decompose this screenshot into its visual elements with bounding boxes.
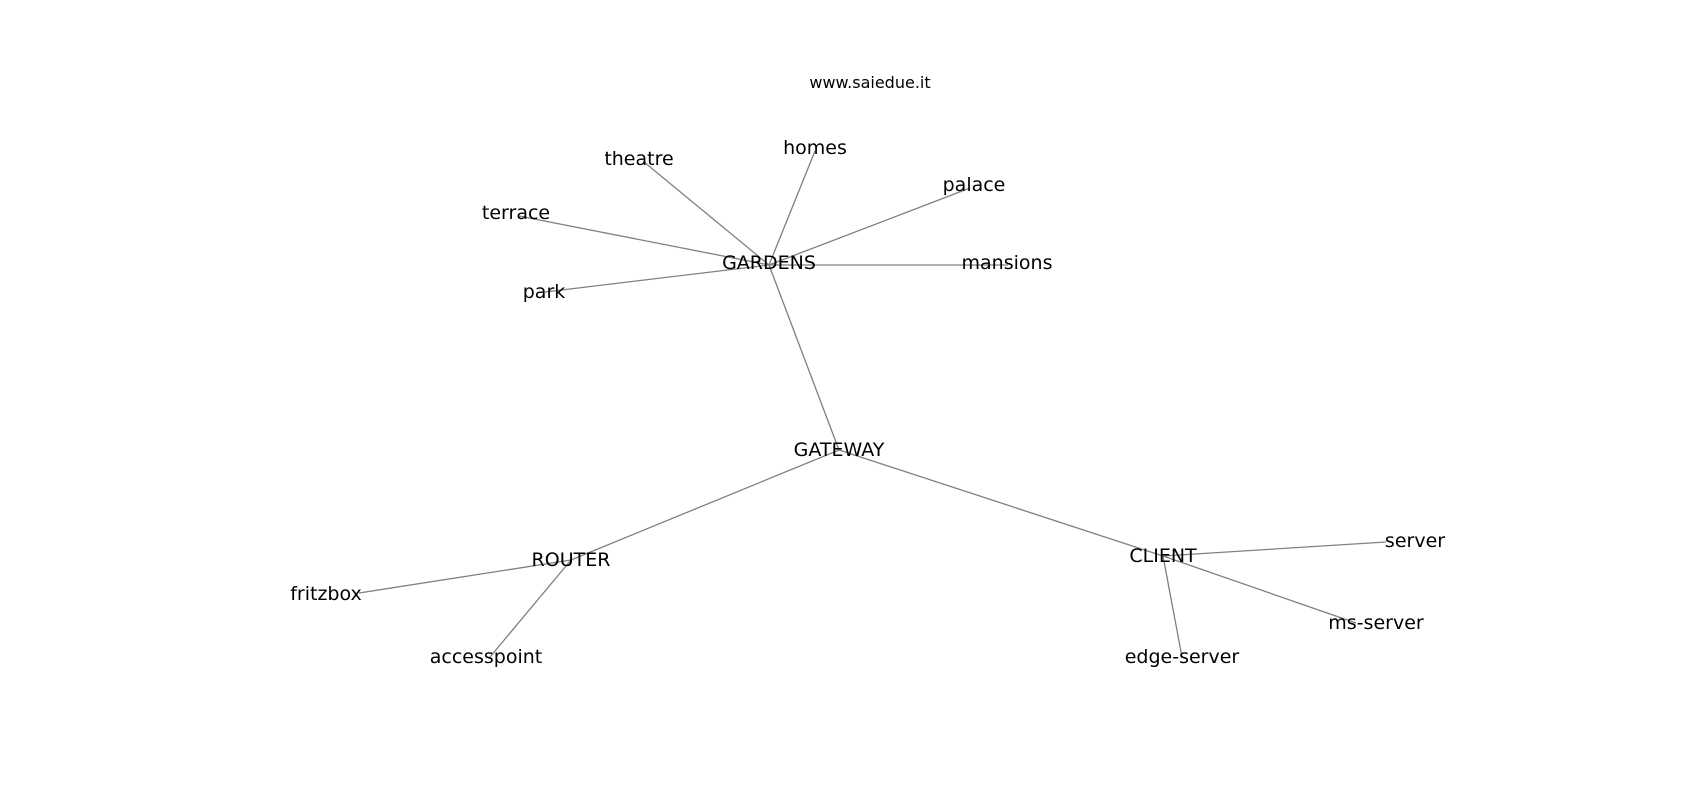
node-label-accesspoint: accesspoint	[430, 646, 542, 668]
node-label-theatre: theatre	[604, 148, 673, 170]
edge-gardens-gateway	[768, 264, 840, 451]
node-label-group: GARDENS GATEWAY ROUTER CLIENT theatre homes pa…	[290, 137, 1445, 668]
node-label-edge-server: edge-server	[1125, 646, 1240, 668]
edge-gardens-terrace	[518, 215, 770, 266]
edge-gardens-palace	[768, 187, 971, 266]
edge-gateway-router	[570, 449, 840, 561]
edge-gardens-park	[544, 264, 770, 293]
edge-gateway-client	[838, 449, 1164, 557]
edge-group	[358, 150, 1387, 658]
node-label-ms-server: ms-server	[1328, 612, 1424, 634]
node-label-router: ROUTER	[532, 549, 611, 571]
diagram-title: www.saiedue.it	[809, 73, 930, 92]
node-label-fritzbox: fritzbox	[290, 583, 362, 605]
edge-client-ms-server	[1162, 555, 1357, 624]
node-label-server: server	[1385, 530, 1445, 552]
edge-gardens-homes	[768, 150, 816, 266]
edge-gardens-theatre	[643, 161, 770, 266]
edge-client-server	[1162, 541, 1387, 557]
node-label-park: park	[523, 281, 566, 303]
node-label-homes: homes	[783, 137, 847, 159]
edge-client-edge-server	[1162, 555, 1183, 658]
node-label-gardens: GARDENS	[722, 252, 816, 274]
node-label-terrace: terrace	[482, 202, 550, 224]
node-label-mansions: mansions	[962, 252, 1053, 274]
edge-router-accesspoint	[489, 559, 572, 658]
node-label-gateway: GATEWAY	[794, 439, 885, 461]
node-label-client: CLIENT	[1129, 545, 1197, 567]
node-label-palace: palace	[943, 174, 1006, 196]
edge-router-fritzbox	[358, 559, 572, 594]
